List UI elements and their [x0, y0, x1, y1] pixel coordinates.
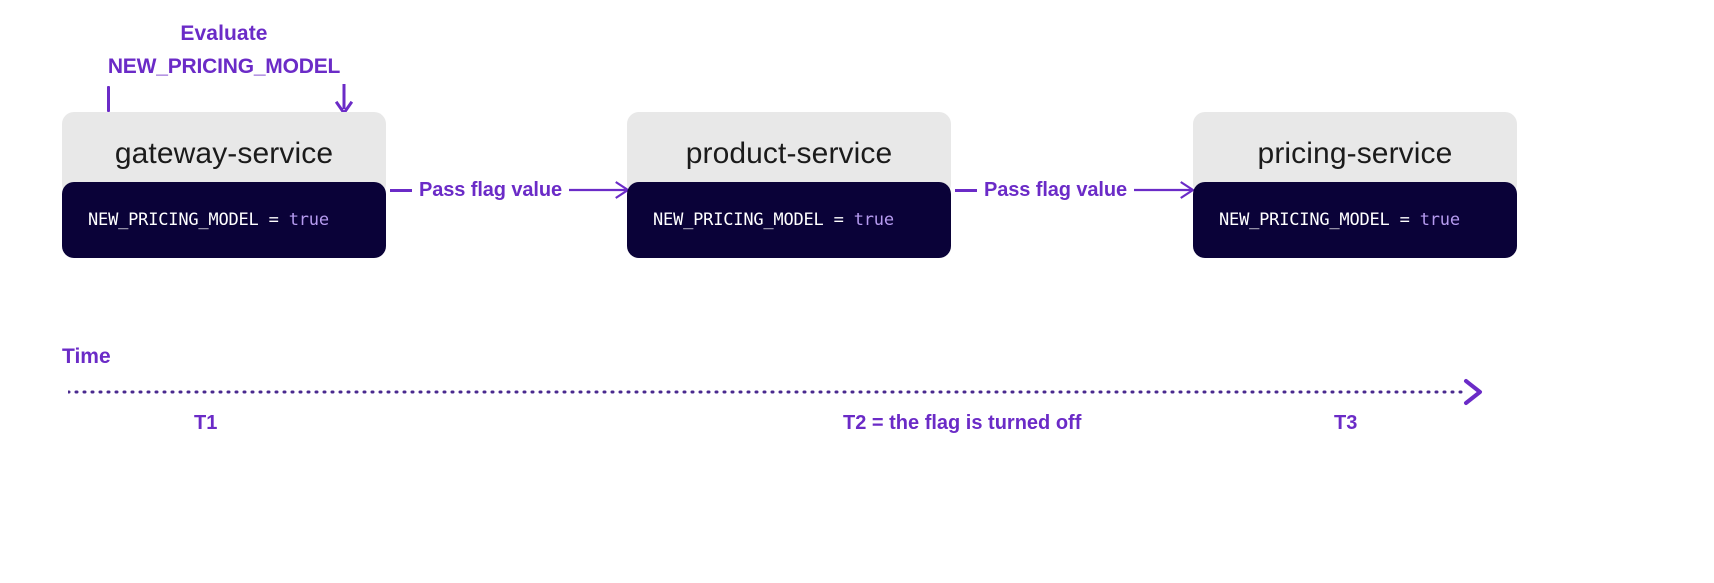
annotation-tick-mark: [107, 86, 110, 112]
service-flag-code-block: NEW_PRICING_MODEL = true: [1193, 182, 1517, 258]
flag-key: NEW_PRICING_MODEL: [1219, 210, 1390, 230]
connector-arrow-icon: [569, 180, 630, 200]
flag-key: NEW_PRICING_MODEL: [88, 210, 259, 230]
connector-arrow-icon: [1134, 180, 1195, 200]
service-card-product-service: product-service NEW_PRICING_MODEL = true: [627, 112, 951, 258]
flag-equals: =: [833, 210, 844, 230]
flag-equals: =: [1399, 210, 1410, 230]
timeline-tick-t2: T2 = the flag is turned off: [843, 412, 1082, 434]
annotation-line-1: Evaluate: [180, 22, 268, 45]
timeline-tick-t3: T3: [1334, 412, 1358, 434]
connector-stub: [390, 188, 412, 192]
service-card-gateway-service: gateway-service NEW_PRICING_MODEL = true: [62, 112, 386, 258]
connector-label: Pass flag value: [419, 178, 563, 201]
flag-equals: =: [268, 210, 279, 230]
timeline-tick-t1: T1: [194, 412, 218, 434]
evaluate-annotation: Evaluate NEW_PRICING_MODEL: [62, 18, 386, 83]
flag-value: true: [1419, 210, 1460, 230]
service-card-pricing-service: pricing-service NEW_PRICING_MODEL = true: [1193, 112, 1517, 258]
connector-label: Pass flag value: [984, 178, 1128, 201]
service-flag-code-block: NEW_PRICING_MODEL = true: [627, 182, 951, 258]
connector-product-to-pricing: Pass flag value: [955, 172, 1195, 208]
flag-value: true: [853, 210, 894, 230]
connector-gateway-to-product: Pass flag value: [390, 172, 630, 208]
timeline-axis: [66, 376, 1488, 408]
flag-value: true: [288, 210, 329, 230]
service-flag-code-block: NEW_PRICING_MODEL = true: [62, 182, 386, 258]
flag-key: NEW_PRICING_MODEL: [653, 210, 824, 230]
annotation-line-2: NEW_PRICING_MODEL: [107, 54, 341, 78]
timeline-title: Time: [62, 345, 111, 368]
connector-stub: [955, 188, 977, 192]
